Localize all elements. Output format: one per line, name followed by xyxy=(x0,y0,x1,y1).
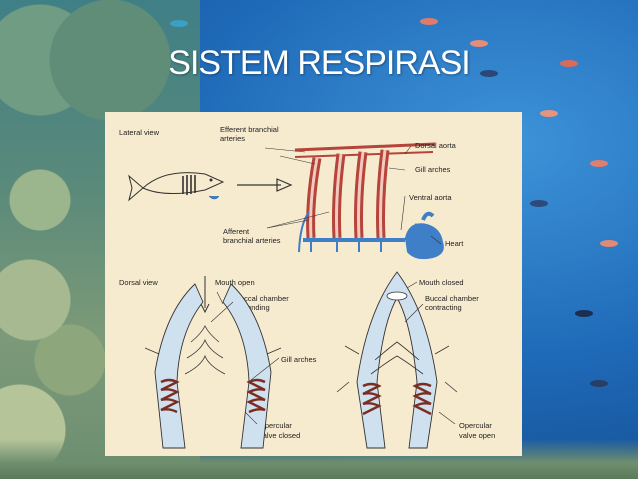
fish-decoration xyxy=(575,310,593,317)
respiration-diagram-panel: Lateral view xyxy=(105,112,522,456)
fish-decoration xyxy=(560,60,578,67)
fish-decoration xyxy=(600,240,618,247)
label-lateral-view: Lateral view xyxy=(119,128,160,137)
label-heart: Heart xyxy=(445,239,464,248)
label-buccal-expanding-2: expanding xyxy=(235,303,270,312)
label-gill-arches-top: Gill arches xyxy=(415,165,451,174)
label-mouth-closed: Mouth closed xyxy=(419,278,464,287)
label-buccal-expanding-1: Buccal chamber xyxy=(235,294,289,303)
label-dorsal-aorta: Dorsal aorta xyxy=(415,141,457,150)
label-buccal-contracting-2: contracting xyxy=(425,303,462,312)
label-opercular-closed-2: valve closed xyxy=(259,431,300,440)
fish-head-mouth-open-illustration xyxy=(144,276,282,449)
label-pointer-lines-top xyxy=(264,145,442,245)
label-buccal-contracting-1: Buccal chamber xyxy=(425,294,479,303)
fish-head-mouth-closed-illustration xyxy=(336,271,458,449)
fish-decoration xyxy=(590,160,608,167)
arrow-head-icon xyxy=(276,178,293,192)
label-dorsal-view: Dorsal view xyxy=(119,278,158,287)
label-gill-arches-mid: Gill arches xyxy=(281,355,317,364)
fish-decoration xyxy=(470,40,488,47)
label-afferent-1: Afferent xyxy=(223,227,250,236)
fish-decoration xyxy=(590,380,608,387)
label-efferent-1: Efferent branchial xyxy=(220,125,279,134)
slide-title: SISTEM RESPIRASI xyxy=(168,44,470,82)
label-opercular-closed-1: Opercular xyxy=(259,421,292,430)
label-efferent-2: arteries xyxy=(220,134,245,143)
label-ventral-aorta: Ventral aorta xyxy=(409,193,452,202)
label-opercular-open-1: Opercular xyxy=(459,421,492,430)
fish-decoration xyxy=(540,110,558,117)
fish-lateral-illustration xyxy=(128,172,225,202)
fish-decoration xyxy=(170,20,188,27)
label-opercular-open-2: valve open xyxy=(459,431,495,440)
fish-decoration xyxy=(480,70,498,77)
respiration-diagram: Lateral view xyxy=(119,125,495,449)
label-mouth-open: Mouth open xyxy=(215,278,255,287)
gill-arches-lateral-illustration xyxy=(294,142,444,260)
label-afferent-2: branchial arteries xyxy=(223,236,281,245)
fish-decoration xyxy=(530,200,548,207)
fish-decoration xyxy=(420,18,438,25)
